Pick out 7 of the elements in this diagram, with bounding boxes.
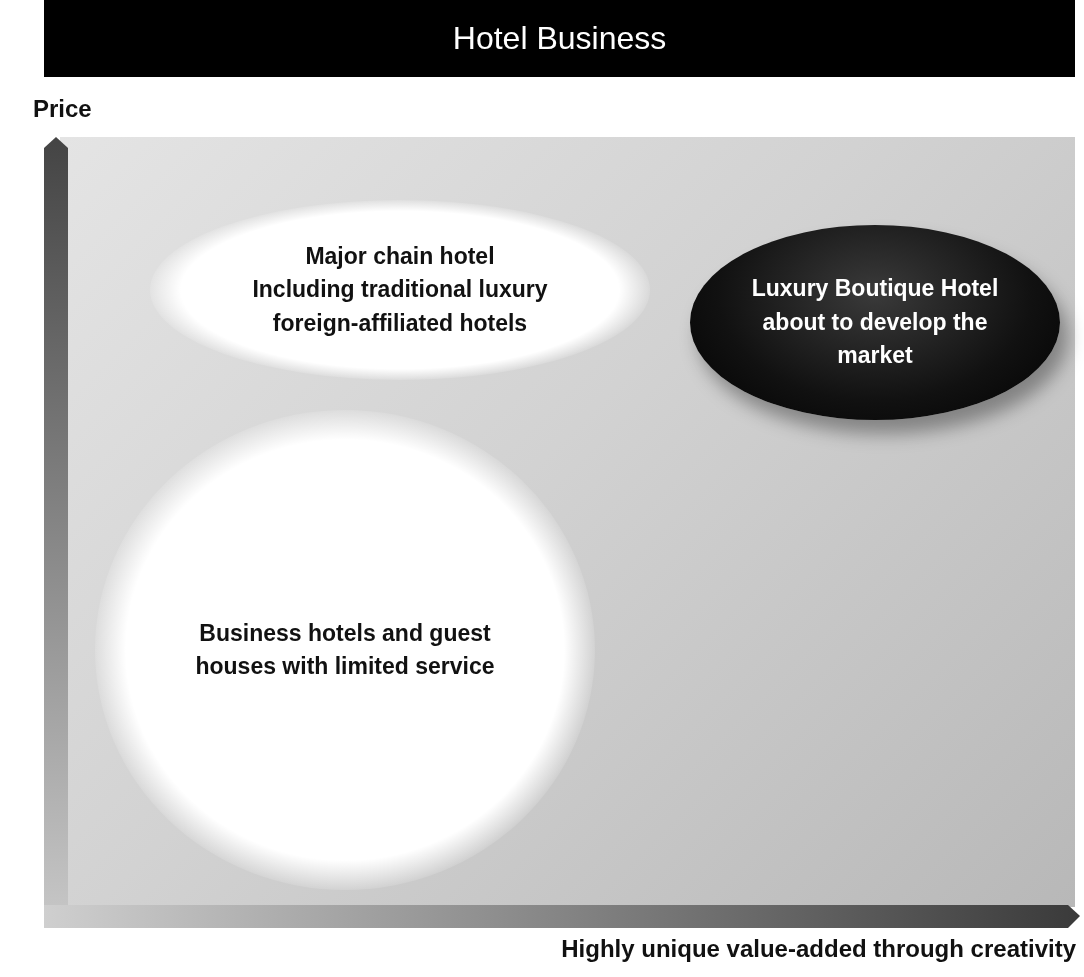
axis-label: Highly unique value-added through creativity bbox=[561, 935, 1076, 963]
axis-label: Price bbox=[33, 95, 92, 123]
node-text: Major chain hotel bbox=[305, 242, 495, 271]
title-bar: Hotel Business bbox=[44, 0, 1075, 77]
node-text: Business hotels and guest houses with limited service bbox=[194, 618, 496, 681]
node-text: Including traditional luxury foreign-affiliated hotels bbox=[251, 275, 549, 338]
node-text: Luxury Boutique Hotel about to develop the market bbox=[750, 274, 1000, 371]
